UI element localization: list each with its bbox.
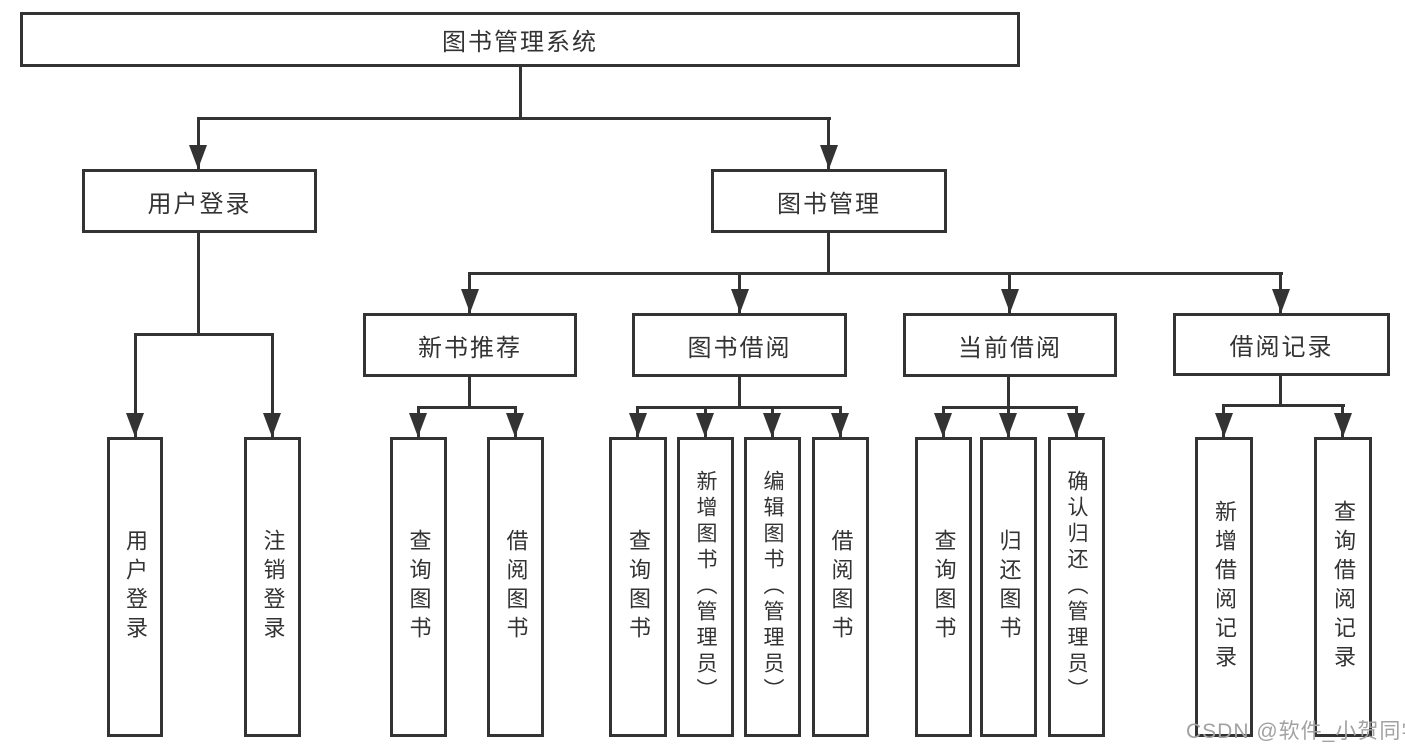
connector-line <box>468 272 1283 275</box>
connector-line <box>134 333 274 336</box>
arrow-down-icon <box>461 289 479 313</box>
leaf-borrow-book-recommend: 借阅图书 <box>487 437 544 737</box>
connector-line <box>738 377 741 408</box>
node-borrow-record: 借阅记录 <box>1173 313 1390 376</box>
arrow-down-icon <box>696 413 714 437</box>
leaf-query-book-current: 查询图书 <box>915 437 972 737</box>
connector-line <box>197 117 200 169</box>
watermark: CSDN @软件_小贺同学 <box>1186 720 1405 743</box>
arrow-down-icon <box>731 289 749 313</box>
connector-line <box>468 377 471 408</box>
leaf-logout: 注销登录 <box>244 437 301 737</box>
leaf-borrow-book: 借阅图书 <box>812 437 869 737</box>
connector-line <box>1222 404 1345 407</box>
arrow-down-icon <box>126 413 144 437</box>
arrow-down-icon <box>1001 289 1019 313</box>
connector-line <box>197 117 831 120</box>
arrow-down-icon <box>763 413 781 437</box>
connector-line <box>942 406 1078 409</box>
leaf-query-book-recommend: 查询图书 <box>390 437 447 737</box>
node-book-borrow: 图书借阅 <box>632 313 847 377</box>
arrow-down-icon <box>934 413 952 437</box>
leaf-return-book: 归还图书 <box>980 437 1037 737</box>
arrow-down-icon <box>999 413 1017 437</box>
leaf-query-borrow-record: 查询借阅记录 <box>1314 437 1372 737</box>
node-new-book-recommend: 新书推荐 <box>363 313 577 377</box>
connector-line <box>1279 376 1282 406</box>
connector-line <box>197 233 200 334</box>
arrow-down-icon <box>263 413 281 437</box>
arrow-down-icon <box>1334 413 1352 437</box>
leaf-add-borrow-record: 新增借阅记录 <box>1195 437 1253 737</box>
node-book-management: 图书管理 <box>711 169 947 233</box>
leaf-confirm-return-admin: 确认归还（管理员） <box>1048 437 1105 737</box>
node-library-system: 图书管理系统 <box>20 12 1020 67</box>
leaf-edit-book-admin: 编辑图书（管理员） <box>744 437 801 737</box>
arrow-down-icon <box>409 413 427 437</box>
connector-line <box>1007 377 1010 408</box>
leaf-query-book-borrow: 查询图书 <box>609 437 667 737</box>
arrow-down-icon <box>189 145 207 169</box>
arrow-down-icon <box>506 413 524 437</box>
connector-line <box>636 406 842 409</box>
arrow-down-icon <box>1272 289 1290 313</box>
connector-line <box>417 406 517 409</box>
arrow-down-icon <box>1067 413 1085 437</box>
leaf-user-login: 用户登录 <box>107 437 163 737</box>
connector-line <box>827 233 830 273</box>
arrow-down-icon <box>629 413 647 437</box>
connector-line <box>519 67 522 118</box>
arrow-down-icon <box>831 413 849 437</box>
connector-line <box>827 117 830 169</box>
arrow-down-icon <box>1215 413 1233 437</box>
leaf-add-book-admin: 新增图书（管理员） <box>677 437 734 737</box>
connector-line <box>134 333 137 437</box>
arrow-down-icon <box>820 145 838 169</box>
node-user-login: 用户登录 <box>82 169 317 233</box>
connector-line <box>271 333 274 437</box>
node-current-borrow: 当前借阅 <box>903 313 1117 377</box>
